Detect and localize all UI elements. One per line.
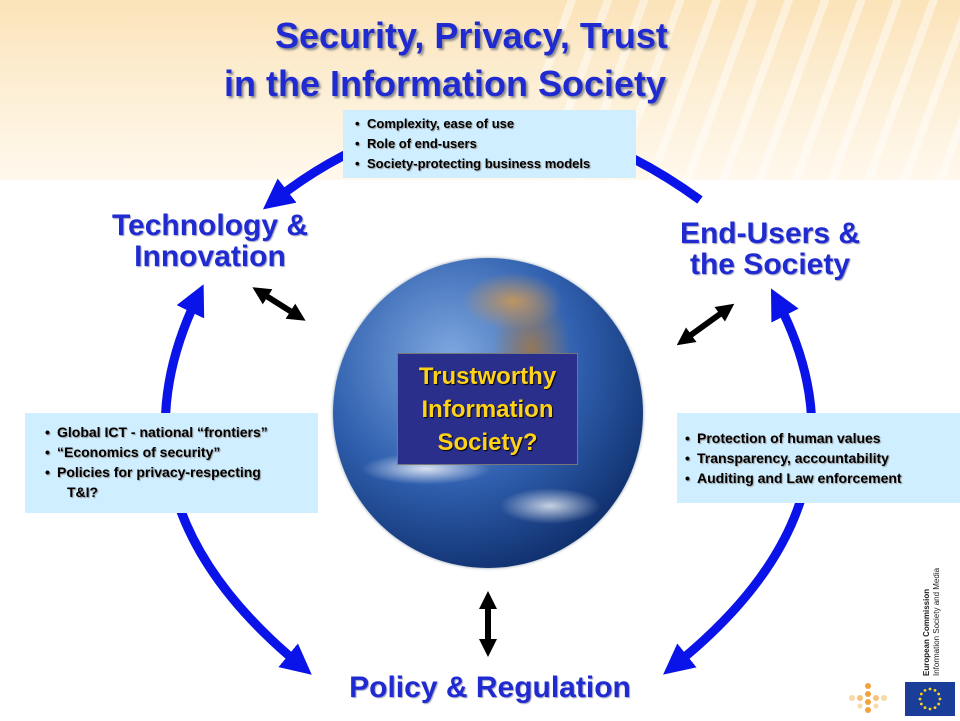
slide-title-line2: in the Information Society xyxy=(224,63,667,104)
left-info-box: Global ICT - national “frontiers” “Econo… xyxy=(25,413,318,513)
node-label: the Society xyxy=(689,248,851,281)
eu-star xyxy=(928,707,932,711)
center-question-box: Trustworthy Information Society? xyxy=(397,353,578,465)
node-label: End-Users & xyxy=(679,217,861,250)
node-label: Technology & xyxy=(111,209,309,242)
ec-org-name: European Commission xyxy=(922,588,931,676)
node-label: Innovation xyxy=(134,240,286,273)
node-end-users-society: End-Users & the Society xyxy=(650,218,890,280)
list-item: Protection of human values xyxy=(685,428,960,448)
eu-star xyxy=(938,697,942,701)
right-info-box: Protection of human values Transparency,… xyxy=(677,413,960,503)
center-label: Society? xyxy=(437,429,538,456)
list-item: Complexity, ease of use xyxy=(355,114,636,134)
eu-star xyxy=(933,688,937,692)
list-item: Policies for privacy-respecting xyxy=(45,462,318,482)
top-info-box: Complexity, ease of use Role of end-user… xyxy=(343,110,636,178)
list-item: Global ICT - national “frontiers” xyxy=(45,422,318,442)
eu-star xyxy=(918,697,922,701)
list-item: Role of end-users xyxy=(355,134,636,154)
ec-dg-name: Information Society and Media xyxy=(932,567,941,676)
slide-title-line1: Security, Privacy, Trust xyxy=(275,15,668,56)
eu-star xyxy=(919,702,923,706)
node-technology-innovation: Technology & Innovation xyxy=(90,210,330,272)
arrow-globe-tech xyxy=(252,287,306,321)
eu-star xyxy=(937,692,941,696)
eu-star xyxy=(937,702,941,706)
node-policy-regulation: Policy & Regulation xyxy=(349,671,631,704)
eu-stars xyxy=(918,687,942,711)
dots-logo-icon xyxy=(849,683,887,713)
eu-flag-icon xyxy=(905,682,955,716)
eu-star xyxy=(923,706,927,710)
list-item-continuation: T&I? xyxy=(67,484,99,500)
center-label: Information xyxy=(421,396,554,423)
eu-star xyxy=(923,688,927,692)
list-item: Transparency, accountability xyxy=(685,448,960,468)
arrow-globe-end xyxy=(676,303,735,346)
ec-logo-text: European Commission Information Society … xyxy=(922,568,942,676)
eu-star xyxy=(928,687,932,691)
eu-star xyxy=(933,706,937,710)
eu-star xyxy=(919,692,923,696)
list-item: Auditing and Law enforcement xyxy=(685,468,960,488)
list-item: “Economics of security” xyxy=(45,442,318,462)
list-item: Society-protecting business models xyxy=(355,154,636,174)
center-label: Trustworthy xyxy=(418,363,557,390)
